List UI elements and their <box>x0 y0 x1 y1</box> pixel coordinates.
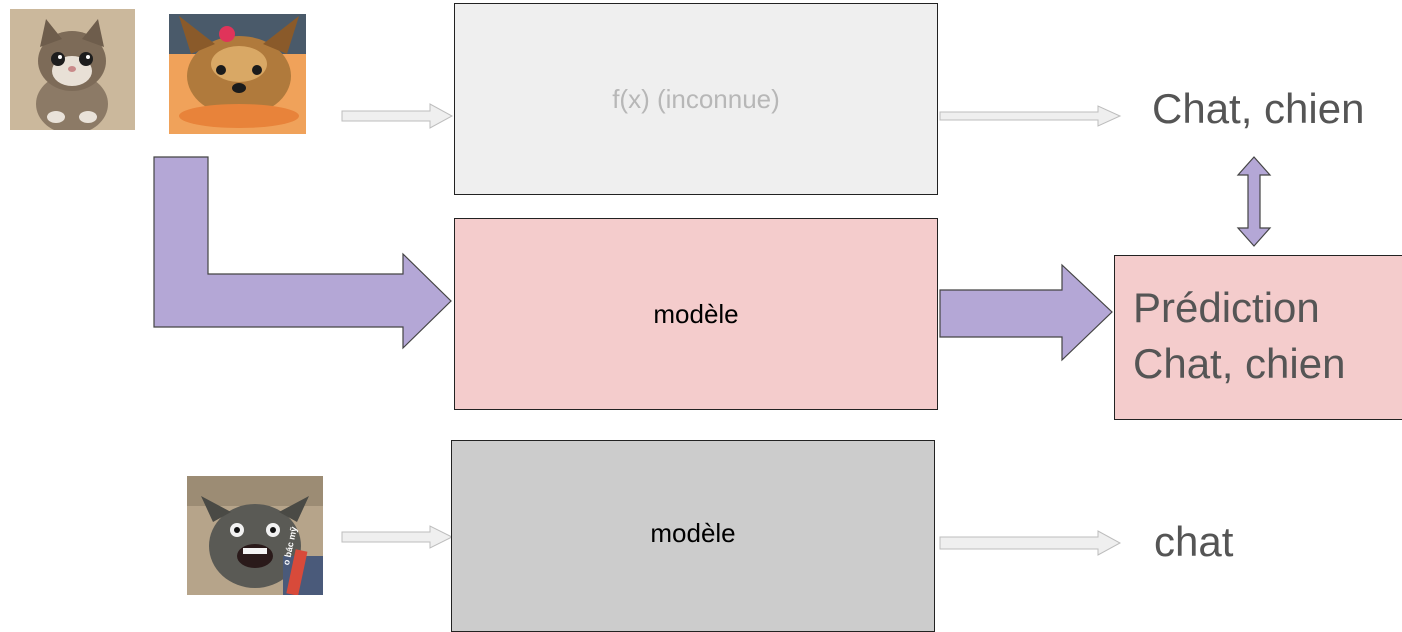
fat-l-arrow-training-data-to-model <box>153 156 452 350</box>
unknown-function-label: f(x) (inconnue) <box>612 83 780 114</box>
cat-smiling-photo: o bác mỹ <box>187 476 323 595</box>
double-arrow-compare <box>1236 156 1272 247</box>
prediction-box: Prédiction Chat, chien <box>1114 255 1402 420</box>
inference-output-label: chat <box>1154 518 1234 565</box>
model-box-inference-label: modèle <box>650 517 736 548</box>
fat-arrow-model-to-prediction <box>939 263 1113 362</box>
prediction-line-1: Prédiction <box>1133 284 1320 331</box>
true-output-label: Chat, chien <box>1152 85 1365 132</box>
model-box-training: modèle <box>454 218 938 410</box>
thin-arrow-images-to-function <box>341 103 454 129</box>
thin-arrow-function-to-output <box>939 105 1122 127</box>
smiling-animal-icon <box>187 476 323 595</box>
unknown-function-box: f(x) (inconnue) <box>454 3 938 195</box>
kitten-photo <box>10 9 135 130</box>
yorkie-dog-photo <box>169 14 306 134</box>
prediction-line-2: Chat, chien <box>1133 340 1346 387</box>
thin-arrow-bottom-model-to-output <box>939 530 1122 556</box>
model-box-training-label: modèle <box>653 298 739 329</box>
kitten-icon <box>10 9 135 130</box>
prediction-text: Prédiction Chat, chien <box>1133 280 1345 392</box>
dog-icon <box>169 14 306 134</box>
thin-arrow-image-to-bottom-model <box>341 525 454 549</box>
model-box-inference: modèle <box>451 440 935 632</box>
